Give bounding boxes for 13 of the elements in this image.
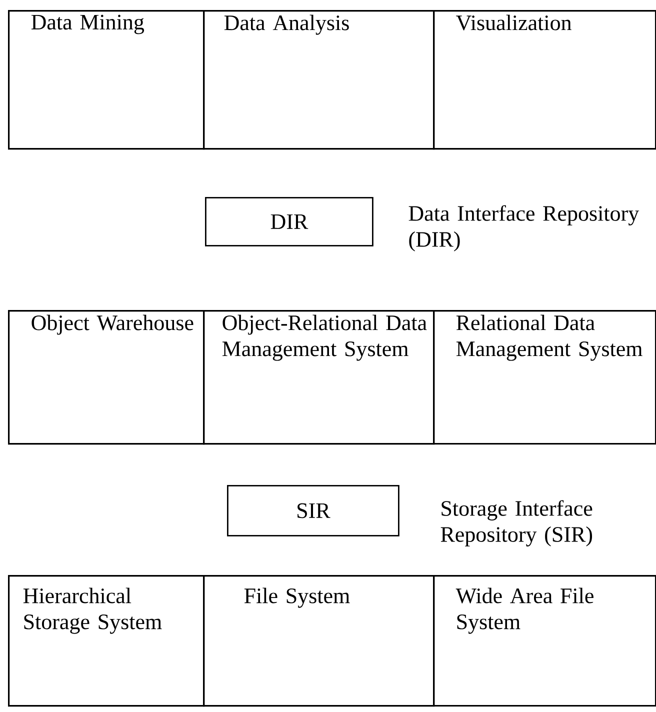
layer-box: Wide Area File System bbox=[433, 575, 656, 707]
layer-box: Data Analysis bbox=[203, 10, 435, 150]
box-caption: Data Interface Repository (DIR) bbox=[408, 205, 640, 252]
layer-box: Object-Relational Data Management System bbox=[203, 310, 435, 445]
layer-box: Relational Data Management System bbox=[433, 310, 656, 445]
box-caption: Storage Interface Repository (SIR) bbox=[440, 500, 592, 546]
layer-box: Data Mining bbox=[8, 10, 205, 150]
layer-box: Hierarchical Storage System bbox=[8, 575, 205, 707]
repository-box: SIR bbox=[227, 485, 400, 536]
layer-box: File System bbox=[203, 575, 435, 707]
layer-box: Object Warehouse bbox=[8, 310, 205, 445]
layer-box: Visualization bbox=[433, 10, 656, 150]
repository-box: DIR bbox=[205, 197, 374, 246]
